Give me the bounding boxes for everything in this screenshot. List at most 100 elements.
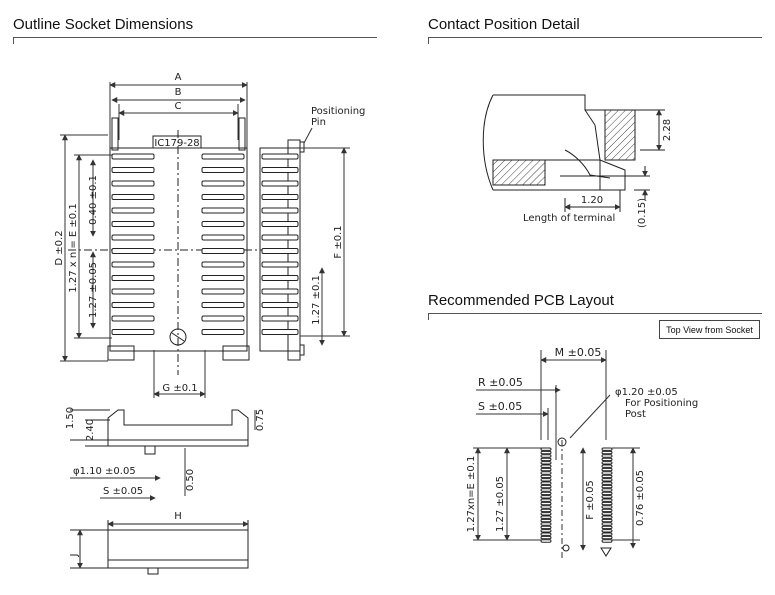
socket-pin-left <box>111 207 155 214</box>
pcb-pad-right <box>601 461 613 465</box>
socket-pin-right <box>201 234 245 241</box>
pcb-pad-left <box>540 515 552 519</box>
positioning-pin-leader <box>303 127 313 144</box>
pcb-pad-right <box>601 508 613 513</box>
pcb-pad-left <box>540 512 552 516</box>
pcb-127-label: 1.27 ±0.05 <box>495 476 506 532</box>
contact-detail-drawing <box>482 94 665 212</box>
socket-side-pin <box>261 275 299 281</box>
side-phi-label: φ1.10 ±0.05 <box>73 466 136 477</box>
socket-pin-right <box>201 180 245 187</box>
positioning-pin-label: Positioning Pin <box>311 106 369 128</box>
pcb-pad-right <box>601 529 613 533</box>
socket-pin-left <box>111 275 155 281</box>
socket-pin-right <box>201 275 245 281</box>
pcb-pad-left <box>540 535 552 540</box>
socket-pin-left <box>111 167 155 173</box>
socket-side-pin <box>261 207 299 214</box>
socket-side-pin <box>261 194 299 200</box>
dim-040-label: 0.40 ±0.1 <box>88 175 99 225</box>
socket-side-pin <box>261 302 299 308</box>
pcb-pad-right <box>601 495 613 499</box>
pcb-pad-left <box>540 481 552 485</box>
pcb-section-title: Recommended PCB Layout <box>428 292 614 309</box>
pcb-pad-right <box>601 532 613 536</box>
socket-pin-right <box>201 194 245 200</box>
pcb-for-positioning-label: For Positioning Post <box>625 398 701 420</box>
dim-b-label: B <box>175 87 182 98</box>
socket-pin-left <box>111 302 155 308</box>
positioning-pin-label-line1: Positioning <box>311 106 365 117</box>
pcb-f-label: F ±0.05 <box>585 480 596 520</box>
pcb-pin1-arrow <box>600 547 612 557</box>
socket-side-pin <box>261 153 299 160</box>
socket-pin-left <box>111 315 155 322</box>
dim-a-label: A <box>175 72 182 83</box>
pcb-pad-left <box>540 529 552 533</box>
socket-pin-right <box>201 167 245 173</box>
dim-c-label: C <box>175 101 182 112</box>
pcb-pads <box>540 447 613 543</box>
socket-side-pin <box>261 221 299 227</box>
pcb-pad-right <box>601 535 613 540</box>
contact-228-label: 2.28 <box>662 119 673 141</box>
part-label: IC179-28 <box>154 138 199 149</box>
pcb-pad-left <box>540 454 552 458</box>
socket-side-pin <box>261 315 299 322</box>
socket-side-pin <box>261 234 299 241</box>
dim-pitch-left-label: 1.27 ±0.05 <box>88 262 99 318</box>
side-050-label: 0.50 <box>185 469 196 491</box>
socket-pin-left <box>111 153 155 160</box>
contact-title-tick <box>428 37 429 44</box>
pcb-for-positioning-line2: Post <box>625 409 646 420</box>
pcb-pad-left <box>540 450 552 455</box>
pcb-pad-right <box>601 498 613 502</box>
side-pins <box>261 153 299 335</box>
side-240-label: 2.40 <box>85 419 96 441</box>
pcb-s-label: S ±0.05 <box>478 400 522 413</box>
contact-title-rule <box>428 37 762 38</box>
dim-c-line <box>118 104 239 140</box>
dim-a-line <box>109 82 248 148</box>
positioning-pin-label-line2: Pin <box>311 117 326 128</box>
dim-pitch-right-label: 1.27 ±0.1 <box>311 275 322 325</box>
pcb-phi-label: φ1.20 ±0.05 <box>615 387 678 398</box>
pcb-pad-left <box>540 508 552 513</box>
socket-pin-right <box>201 248 245 254</box>
side-075-label: 0.75 <box>255 409 266 431</box>
pcb-pad-left <box>540 491 552 496</box>
pcb-pad-left <box>540 488 552 492</box>
socket-side-pin <box>261 261 299 268</box>
dim-f-line <box>300 147 350 337</box>
pcb-pad-right <box>601 457 613 462</box>
socket-side-pin <box>261 180 299 187</box>
contact-section-title: Contact Position Detail <box>428 16 580 33</box>
socket-side-view <box>259 139 305 361</box>
pcb-pad-right <box>601 447 613 451</box>
pcb-076-label: 0.76 ±0.05 <box>635 470 646 526</box>
socket-pin-left <box>111 261 155 268</box>
pcb-pad-left <box>540 495 552 499</box>
socket-end-view <box>70 520 249 575</box>
pcb-pad-right <box>601 454 613 458</box>
pcb-pad-right <box>601 515 613 519</box>
positioning-pin-mark <box>171 332 185 342</box>
pcb-pad-left <box>540 484 552 489</box>
pcb-title-rule <box>428 313 762 314</box>
side-s-label: S ±0.05 <box>103 486 143 497</box>
dim-g-line <box>153 350 206 398</box>
pcb-pad-left <box>540 522 552 526</box>
socket-pin-right <box>201 221 245 227</box>
socket-top-view <box>68 117 290 375</box>
dim-g-label: G ±0.1 <box>162 383 197 394</box>
socket-pin-left <box>111 329 155 335</box>
pcb-dim-lines <box>473 350 640 560</box>
contact-length-label: Length of terminal <box>523 213 615 224</box>
pcb-pad-right <box>601 478 613 482</box>
socket-pin-right <box>201 315 245 322</box>
outline-title-rule <box>13 37 377 38</box>
pcb-pad-right <box>601 474 613 479</box>
pcb-m-label: M ±0.05 <box>555 346 602 359</box>
pcb-pad-right <box>601 501 613 506</box>
